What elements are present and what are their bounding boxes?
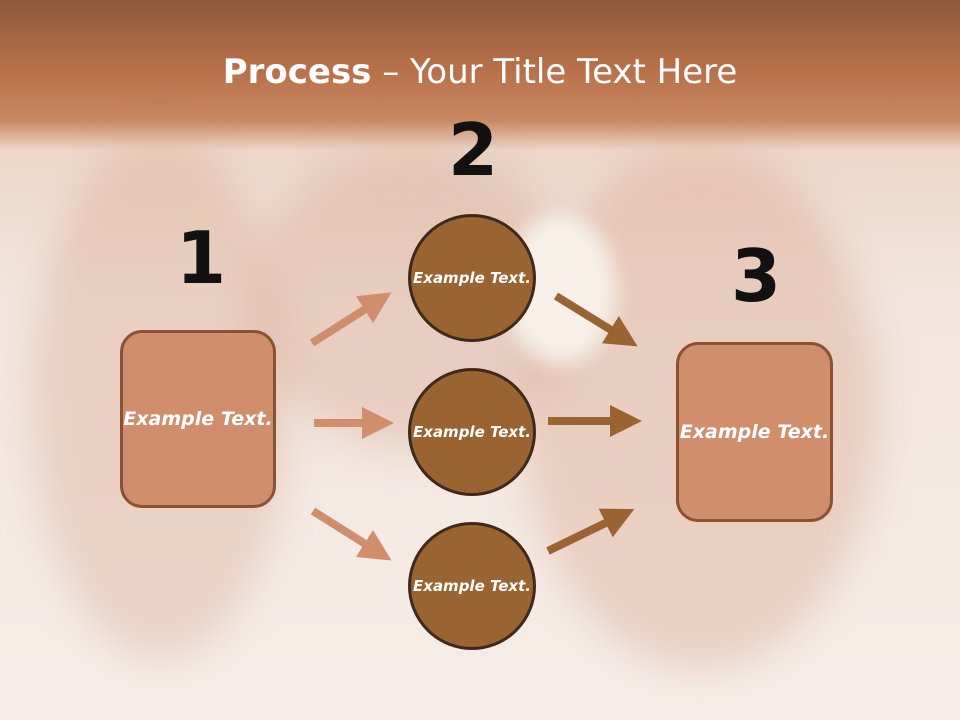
step-2-circle-bottom: Example Text. xyxy=(408,522,536,650)
step-1-box: Example Text. xyxy=(120,330,276,508)
arrow-top-to-3 xyxy=(553,292,638,347)
title-bold: Process xyxy=(222,52,372,92)
title-rest: – Your Title Text Here xyxy=(371,52,738,92)
step-2-circle-middle: Example Text. xyxy=(408,368,536,496)
arrow-1-to-top xyxy=(309,292,392,347)
arrow-1-to-bottom xyxy=(310,507,392,561)
step-3-box: Example Text. xyxy=(676,342,833,522)
step-number-3: 3 xyxy=(731,234,782,318)
step-number-1: 1 xyxy=(176,216,227,300)
step-number-2: 2 xyxy=(448,108,499,192)
slide-title: Process – Your Title Text Here xyxy=(0,52,960,92)
step-2-circle-top: Example Text. xyxy=(408,214,536,342)
arrow-bottom-to-3 xyxy=(546,508,635,555)
